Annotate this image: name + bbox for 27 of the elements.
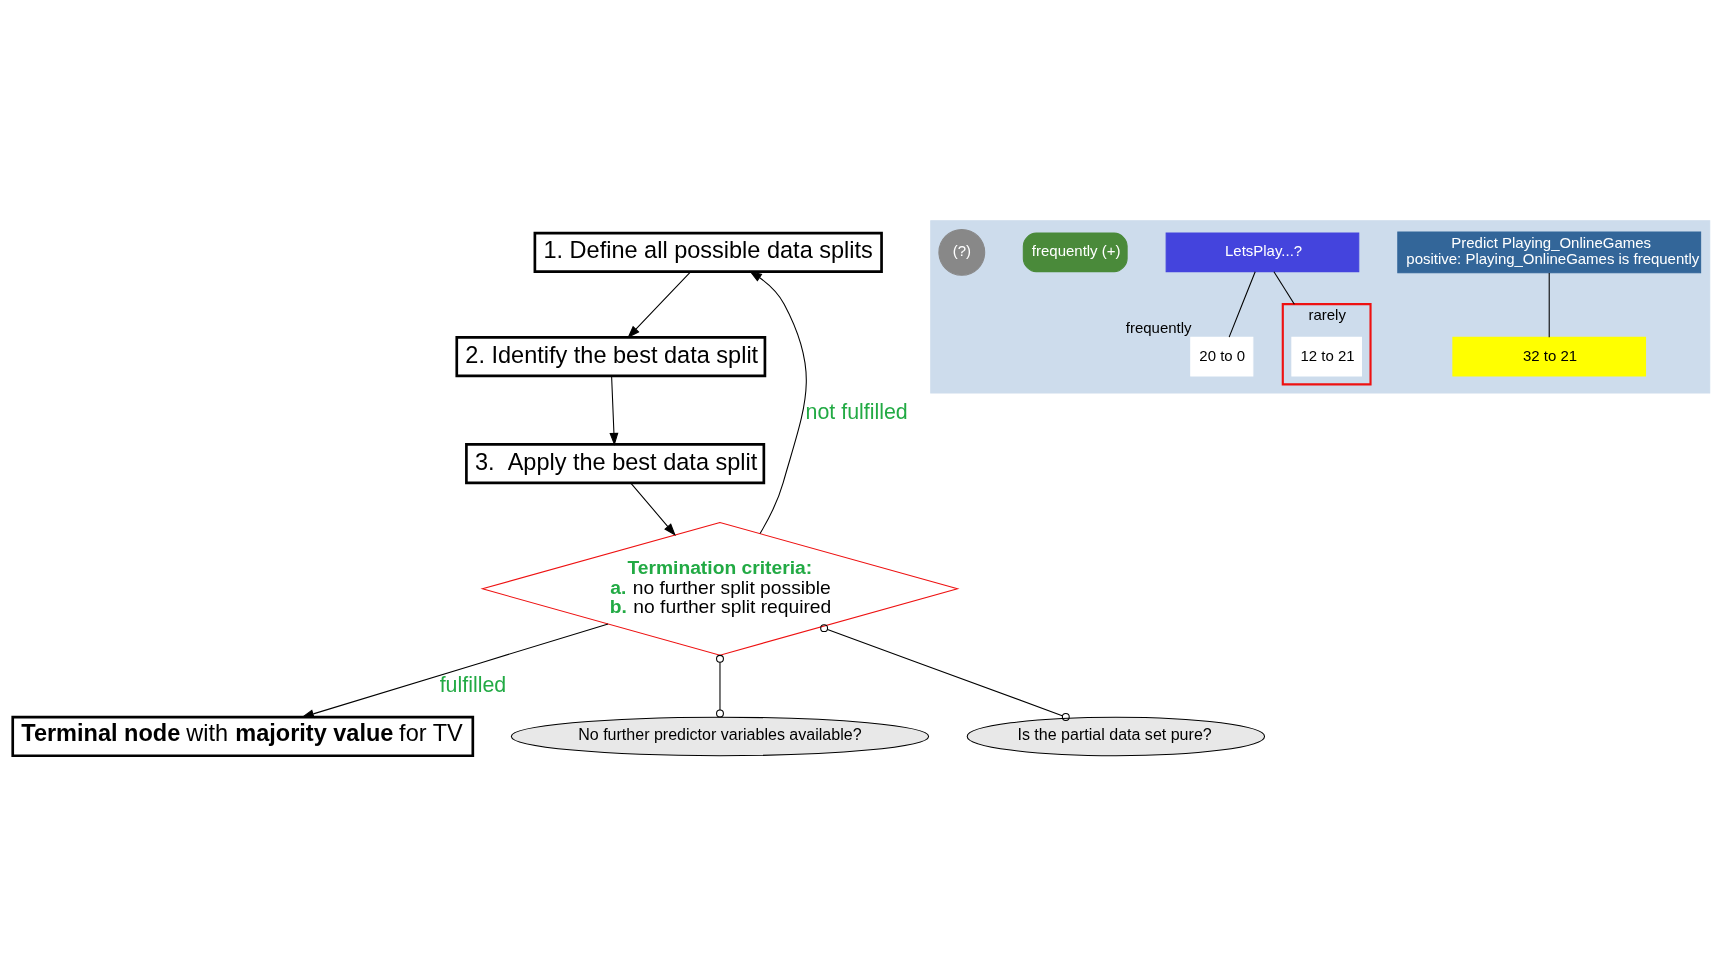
node-box: 1. Define all possible data splits <box>533 231 883 273</box>
node-box: Predict Playing_OnlineGames positive: Playing_OnlineGames is frequently <box>1397 231 1702 273</box>
node-box: 2. Identify the best data split <box>455 335 767 377</box>
arrow <box>749 270 807 534</box>
node-box: frequently (+) <box>1022 232 1128 272</box>
node-ellipse: No further predictor variables available? <box>510 716 930 756</box>
node-box: LetsPlay...? <box>1165 232 1360 272</box>
node-box: 3. Apply the best data split <box>465 442 766 484</box>
arrow <box>609 374 619 446</box>
edge-label: not fulfilled <box>805 399 908 424</box>
node-label: frequently <box>1125 318 1192 336</box>
node-ellipse: Is the partial data set pure? <box>966 716 1266 756</box>
node-box: 12 to 21 <box>1291 336 1362 376</box>
connector <box>820 623 1070 721</box>
node-box: 20 to 0 <box>1190 336 1254 376</box>
connector <box>1548 272 1550 338</box>
node-box: 32 to 21 <box>1452 336 1647 376</box>
edge-label: fulfilled <box>439 672 507 697</box>
node-circle: (?) <box>938 228 986 276</box>
connector <box>716 654 724 717</box>
arrow <box>627 270 692 338</box>
connector <box>1273 270 1295 305</box>
arrow <box>301 622 609 718</box>
connector <box>1228 270 1256 338</box>
arrow <box>630 482 676 536</box>
cluster <box>930 219 1711 394</box>
node-box: Terminal node with majority value for TV <box>11 715 475 757</box>
